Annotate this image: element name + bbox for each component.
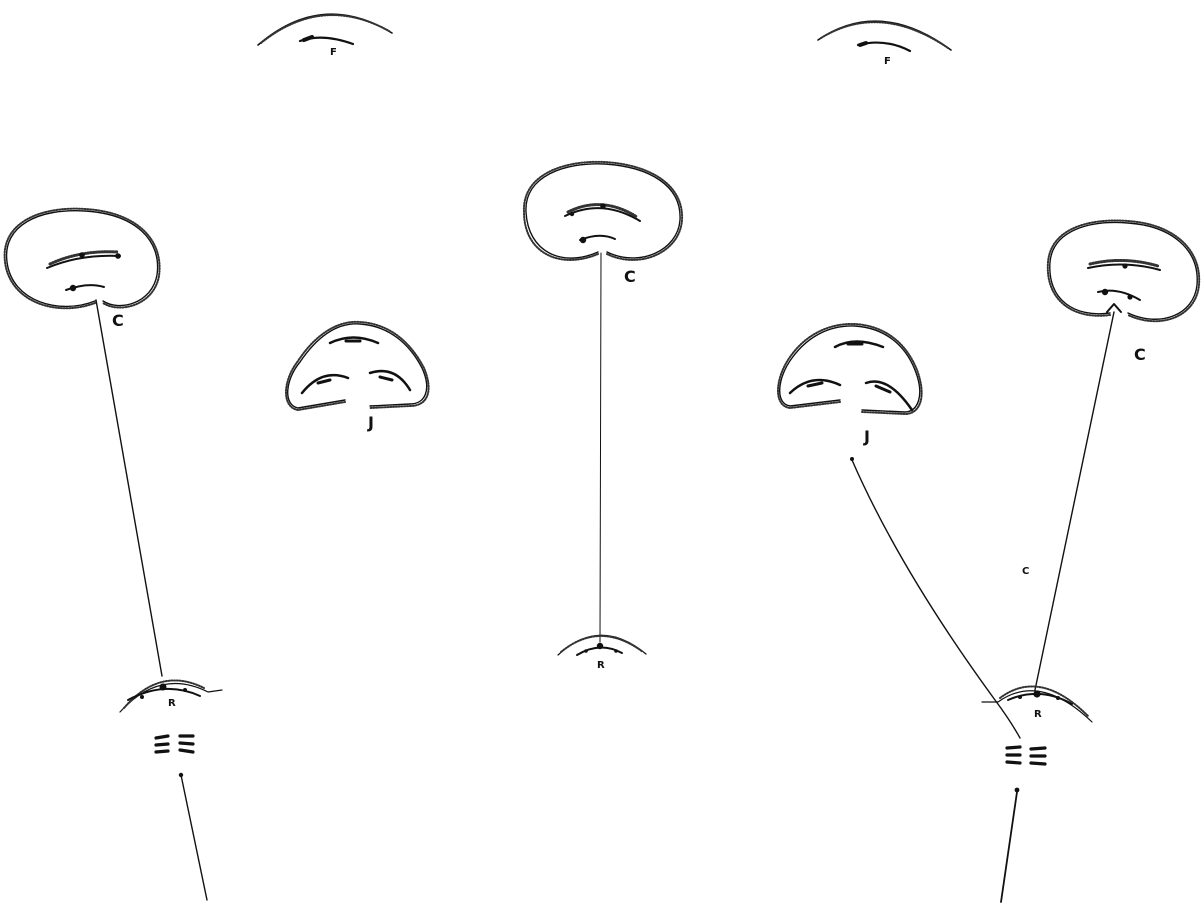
label-r-center: R	[597, 660, 605, 671]
r-arc-center: R	[558, 635, 646, 671]
j-shape-left: J	[286, 322, 429, 432]
f-arc-left: F	[258, 14, 392, 58]
label-c-left: C	[112, 311, 124, 330]
c-shape-right: C	[1048, 220, 1199, 364]
c-shape-left: C	[5, 209, 160, 330]
c-shape-center: C	[524, 162, 682, 286]
label-j-right: J	[863, 427, 870, 446]
label-c-center: C	[624, 267, 636, 286]
line-c-center-to-r-center	[600, 253, 601, 642]
f-arc-right: F	[818, 21, 951, 67]
label-r-left: R	[168, 698, 176, 709]
label-r-right: R	[1034, 709, 1042, 720]
label-c-small: C	[1022, 566, 1029, 577]
connector-lines	[96, 253, 1121, 902]
line-j-right-to-r-right	[852, 460, 1020, 738]
label-f-right: F	[884, 56, 891, 67]
line-below-right	[1001, 792, 1017, 902]
label-j-left: J	[367, 413, 374, 432]
j-shape-right: J	[778, 324, 922, 446]
bars-right	[1007, 747, 1045, 764]
bars-left	[156, 736, 193, 752]
r-arc-left: R	[120, 680, 222, 712]
line-c-left-to-r-left	[96, 300, 162, 676]
label-c-right: C	[1134, 345, 1146, 364]
line-below-left	[181, 775, 207, 900]
label-f-left: F	[330, 47, 337, 58]
line-c-right-to-r-right	[1035, 312, 1114, 690]
